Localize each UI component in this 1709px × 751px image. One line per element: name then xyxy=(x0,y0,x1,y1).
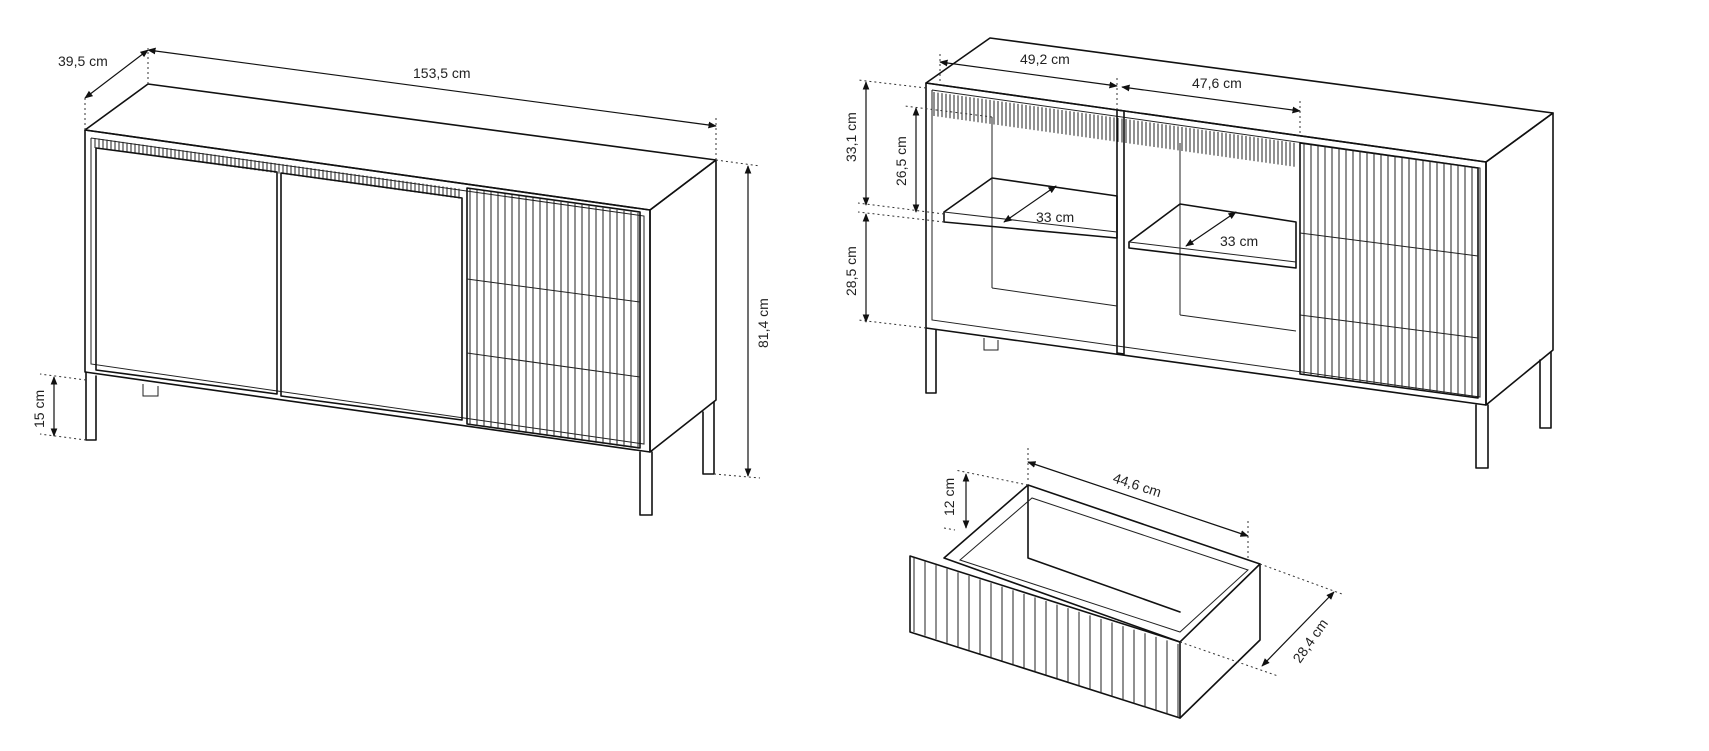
bottom-height-label: 28,5 cm xyxy=(843,246,859,296)
leg xyxy=(702,401,715,475)
width-label: 153,5 cm xyxy=(413,65,471,81)
shelf-left xyxy=(943,177,1118,239)
depth-label: 39,5 cm xyxy=(58,53,108,69)
leg xyxy=(85,371,97,441)
drawer-width-label: 44,6 cm xyxy=(1111,470,1163,501)
divider xyxy=(1116,109,1125,355)
shelf-left-depth-label: 33 cm xyxy=(1036,209,1074,225)
door-flutes xyxy=(1303,144,1473,398)
right-width-label: 47,6 cm xyxy=(1192,75,1242,91)
left-width-label: 49,2 cm xyxy=(1020,51,1070,67)
fluted-strip xyxy=(933,92,1295,167)
sideboard-open-view: 49,2 cm 47,6 cm 33,1 cm 26,5 cm 28,5 cm … xyxy=(843,37,1554,469)
leg xyxy=(639,451,653,516)
inner-height-label: 26,5 cm xyxy=(893,136,909,186)
leg-height-label: 15 cm xyxy=(31,390,47,428)
drawer-view: 44,6 cm 12 cm 28,4 cm xyxy=(909,446,1343,719)
sideboard-closed-view: 39,5 cm 153,5 cm 81,4 cm 15 cm xyxy=(31,47,771,516)
shelf-right xyxy=(1128,203,1297,269)
door-left xyxy=(95,147,278,395)
leg xyxy=(1539,351,1552,429)
drawer-block xyxy=(466,187,641,449)
drawer-flutes xyxy=(469,189,639,449)
top-surface xyxy=(84,83,717,211)
leg xyxy=(1475,404,1489,469)
drawer-height-label: 12 cm xyxy=(941,478,957,516)
fluted-door xyxy=(1299,142,1479,399)
side-face xyxy=(649,159,717,453)
drawer-front xyxy=(909,555,1181,719)
side-face xyxy=(1485,112,1554,406)
shelf-right-depth-label: 33 cm xyxy=(1220,233,1258,249)
drawer-depth-label: 28,4 cm xyxy=(1289,616,1331,666)
height-label: 81,4 cm xyxy=(755,298,771,348)
drawer-front-flutes xyxy=(913,558,1179,718)
door-middle xyxy=(280,172,463,421)
leg xyxy=(925,327,937,394)
top-height-label: 33,1 cm xyxy=(843,112,859,162)
